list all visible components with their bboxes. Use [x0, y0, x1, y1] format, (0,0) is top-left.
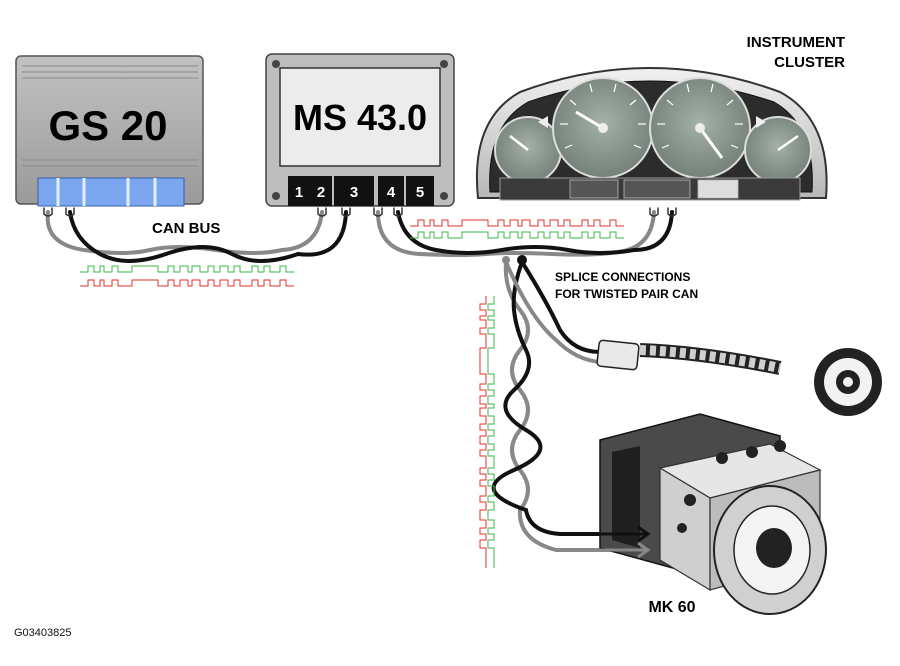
ms43-pin-3: 3: [350, 184, 358, 201]
ms43-pin-block: 1 2 3 4 5: [288, 176, 434, 206]
gs20-connector: [37, 177, 185, 207]
can-signal-trace-3: [479, 296, 495, 568]
mk60-wire-arrows: [556, 525, 651, 559]
ms43-pin-5: 5: [416, 184, 424, 201]
ms43-pin-2: 2: [317, 184, 325, 201]
can-bus-label: CAN BUS: [152, 220, 220, 237]
can-signal-trace-2: [410, 219, 624, 239]
temperature-gauge-icon: [744, 116, 812, 184]
ms43-title: MS 43.0: [293, 97, 427, 138]
cluster-display-strip: [499, 177, 801, 201]
tachometer-icon: [649, 77, 751, 179]
cluster-label-line1: INSTRUMENT: [747, 34, 845, 51]
speedometer-icon: [552, 77, 654, 179]
figure-id: G03403825: [14, 627, 72, 639]
cluster-label-line2: CLUSTER: [774, 54, 845, 71]
ms43-pin-4: 4: [387, 184, 396, 201]
fuel-gauge-icon: [494, 116, 562, 184]
can-bus-wiring: [43, 207, 677, 552]
splice-label-line2: FOR TWISTED PAIR CAN: [555, 287, 698, 301]
instrument-cluster: INSTRUMENT CLUSTER: [475, 34, 845, 201]
right-turn-arrow-icon: [756, 116, 766, 128]
diagnostic-connector: [596, 339, 882, 416]
left-turn-arrow-icon: [538, 116, 548, 128]
can-signal-trace-1: [80, 265, 294, 287]
splice-label-line1: SPLICE CONNECTIONS: [555, 270, 690, 284]
ms43-module: MS 43.0 1 2 3 4 5: [265, 53, 455, 207]
ms43-pin-1: 1: [295, 184, 303, 201]
gs20-module: GS 20: [15, 55, 204, 207]
mk60-module: MK 60: [599, 413, 827, 616]
gs20-title: GS 20: [48, 102, 167, 149]
mk60-label: MK 60: [648, 599, 695, 616]
